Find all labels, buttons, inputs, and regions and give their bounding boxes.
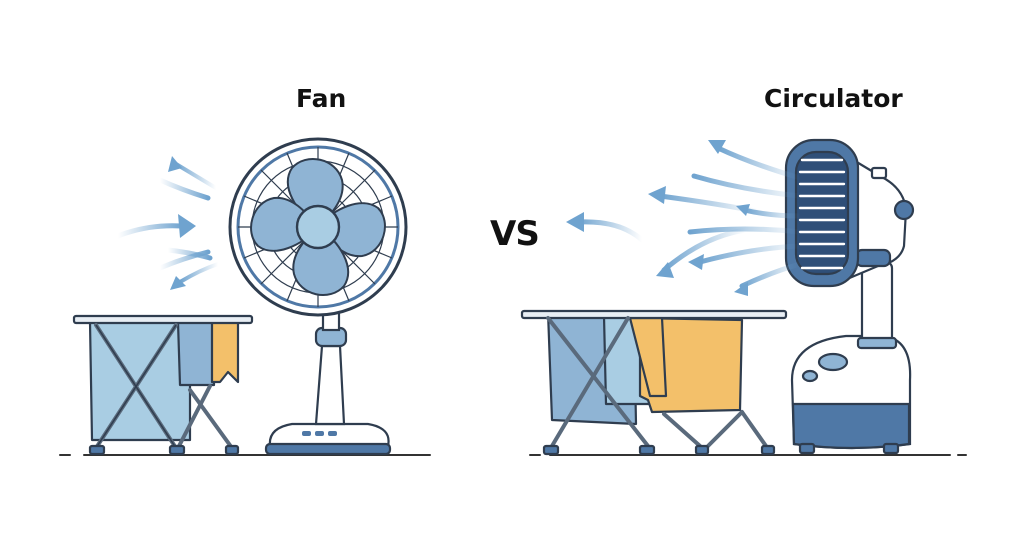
- arrowhead: [648, 186, 666, 204]
- circulator-pole: [860, 260, 894, 346]
- circulator-title: Circulator: [764, 84, 903, 113]
- table-fan-icon: [228, 137, 408, 456]
- drying-rack-left: [72, 314, 254, 456]
- fan-hub: [295, 204, 341, 250]
- fan-title: Fan: [296, 84, 347, 113]
- rack-top-bar: [72, 314, 254, 325]
- fan-stand: [314, 344, 346, 426]
- towel-yellow: [210, 320, 240, 384]
- arrowhead: [736, 204, 750, 216]
- arrowhead: [708, 140, 726, 154]
- arrowhead: [170, 276, 186, 290]
- air-circulator-icon: [784, 138, 915, 455]
- arrowhead: [178, 214, 196, 238]
- arrowhead: [566, 212, 584, 232]
- airflow-arrow-icon: [115, 177, 213, 271]
- arrowhead: [688, 254, 704, 270]
- drying-rack-right: [520, 309, 788, 456]
- rack-top-bar: [520, 309, 788, 320]
- vs-label: VS: [490, 214, 540, 254]
- arrowhead: [734, 282, 748, 296]
- airflow-arrow-icon: [575, 145, 803, 289]
- towel-blue: [176, 320, 216, 387]
- arrowhead: [656, 262, 674, 278]
